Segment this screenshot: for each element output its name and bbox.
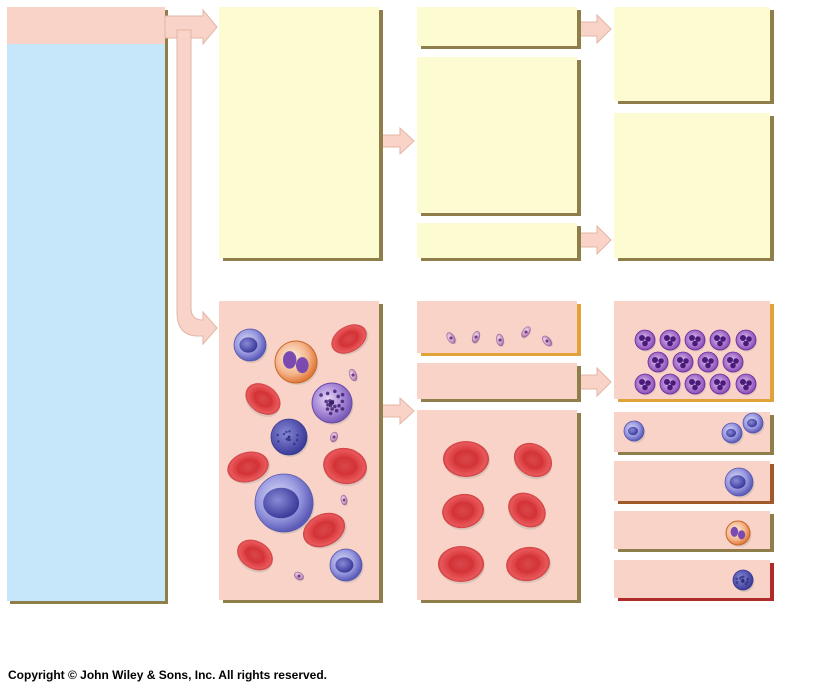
monocyte-icon [724,467,755,498]
neutrophil-icon [634,373,656,396]
platelet-icon [340,494,349,506]
neutrophil-icon [697,351,719,374]
arrows [164,8,612,426]
copyright-text: Copyright © John Wiley & Sons, Inc. All … [8,668,328,682]
monocyte-icon [233,328,268,363]
red-blood-cell-icon [245,383,281,418]
platelet-icon [471,330,481,345]
arrow-top-to-right-1 [578,13,612,45]
right-top-box-1 [614,7,770,101]
plasma-component-box-3 [417,223,577,258]
platelet-icon [294,571,304,582]
red-blood-cell-icon [331,324,369,355]
arrow-plasma-to-proteins [380,126,415,156]
neutrophil-icon [684,329,706,352]
lymphocyte-icon [732,569,755,592]
white-blood-cells-box [417,363,577,399]
platelet-icon [446,332,457,345]
lymphocyte-icon [721,422,744,445]
lymphocyte-icon [270,418,309,457]
neutrophil-icon [722,351,744,374]
neutrophil-icon [735,329,757,352]
neutrophil-icon [634,329,656,352]
neutrophil-icon [647,351,669,374]
cells-layer [227,324,765,592]
eosinophil-icon [274,340,319,385]
red-blood-cell-icon [442,493,486,530]
lymphocyte-icon [329,548,364,583]
platelet-icon [329,431,339,444]
neutrophil-icon [659,373,681,396]
red-blood-cell-icon [513,442,553,480]
arrow-wbc-to-types [578,366,612,398]
arrow-top-to-right-2 [578,224,612,256]
red-blood-cell-icon [302,512,347,549]
basophil-icon [311,382,354,425]
right-top-box-2 [614,113,770,258]
platelet-icon [496,333,505,347]
neutrophil-icon [709,373,731,396]
plasma-box [219,7,379,258]
platelets-box [417,301,577,353]
neutrophil-icon [659,329,681,352]
red-blood-cell-icon [227,451,271,485]
red-blood-cell-icon [443,441,490,479]
red-blood-cell-icon [236,539,273,573]
lymphocyte-icon [742,412,765,435]
eosinophil-icon [725,520,752,547]
neutrophil-icon [684,373,706,396]
red-blood-cell-icon [506,546,552,583]
neutrophil-icon [709,329,731,352]
arrow-formed-to-middle [380,396,415,426]
platelet-icon [542,335,554,347]
platelet-icon [348,368,359,382]
whole-blood-box [7,44,165,601]
neutrophil-icon [672,351,694,374]
header-box [7,7,165,44]
platelet-icon [521,326,531,339]
red-blood-cell-icon [438,546,485,584]
red-blood-cell-icon [507,492,546,530]
monocyte-icon [254,473,315,534]
lymphocyte-icon [623,420,646,443]
neutrophil-icon [735,373,757,396]
arrow-to-formed-elements [176,29,218,346]
left-column [7,7,168,604]
plasma-component-box-1 [417,7,577,46]
plasma-boxes [219,7,774,261]
plasma-proteins-box [417,57,577,213]
red-blood-cell-icon [323,447,368,487]
